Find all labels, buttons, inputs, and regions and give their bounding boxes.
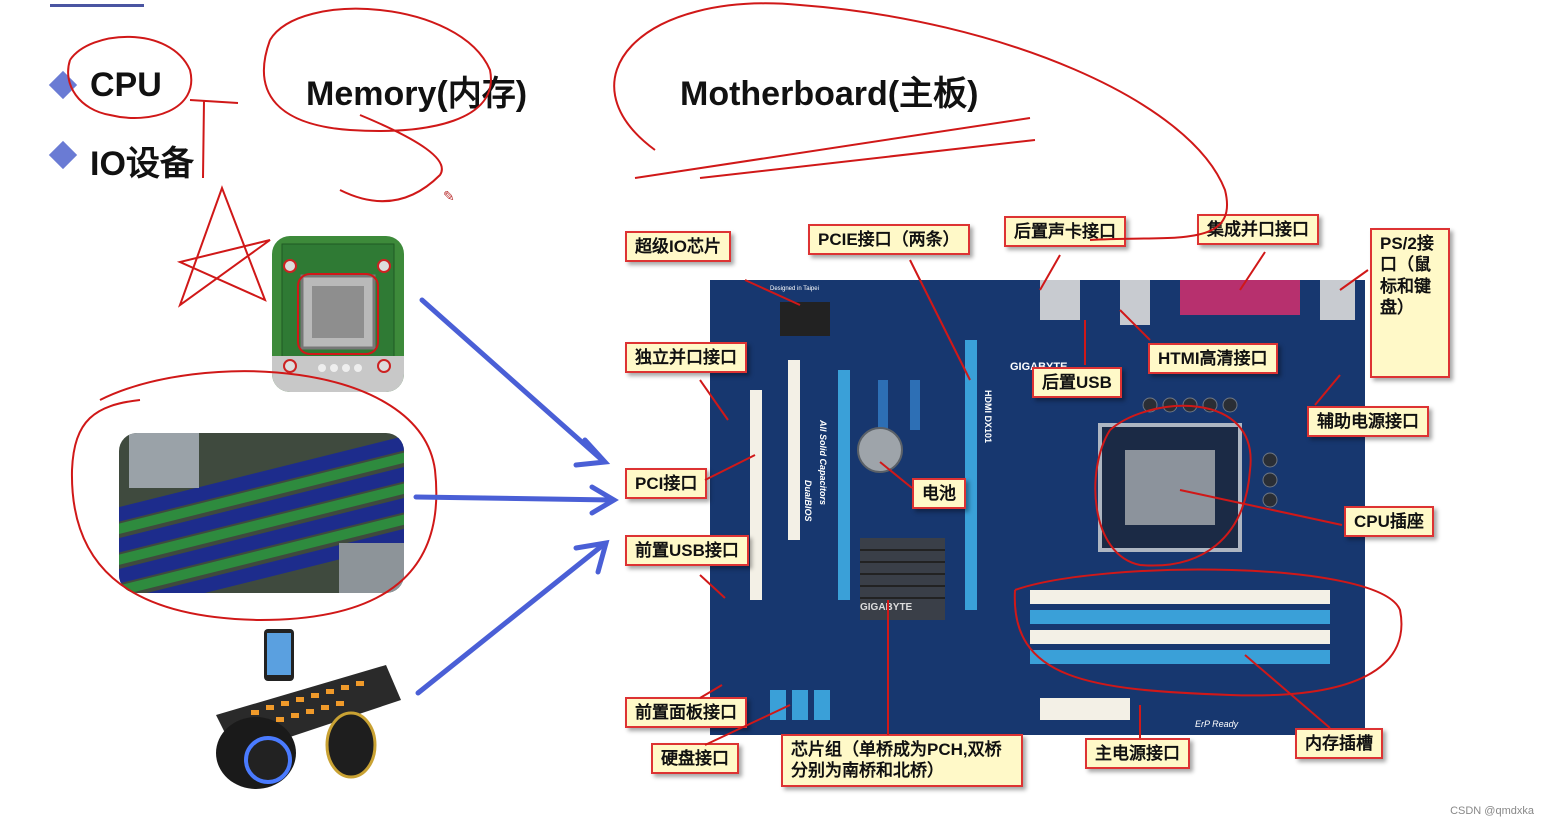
- star-stroke: [176, 185, 271, 308]
- title-underline: [50, 4, 144, 7]
- motherboard-circle-stroke: [613, 2, 1228, 241]
- arrow-cpu-head: [573, 437, 611, 468]
- arrow-memory-head: [589, 484, 619, 516]
- board-dualbios-text: DualBIOS: [803, 480, 813, 522]
- cpu-arrow-stroke: [189, 99, 239, 179]
- board-erp-text: ErP Ready: [1195, 719, 1239, 729]
- label-main-power: 主电源接口: [1085, 738, 1190, 770]
- heading-memory: Memory(内存): [306, 75, 528, 113]
- label-pci: PCI接口: [625, 468, 708, 500]
- label-integrated-parallel: 集成并口接口: [1197, 214, 1319, 246]
- arrow-memory-to-board: [413, 494, 615, 503]
- label-ps2: PS/2接口（鼠标和键盘）: [1370, 228, 1450, 378]
- watermark: CSDN @qmdxka: [1450, 805, 1534, 817]
- board-designed-text: Designed in Taipei: [770, 286, 819, 292]
- label-pcie: PCIE接口（两条）: [808, 224, 970, 256]
- pen-cursor-icon: ✎: [443, 188, 455, 204]
- diamond-bullet-icon: [48, 140, 78, 170]
- arrow-cpu-to-board: [419, 297, 605, 463]
- label-super-io-chip: 超级IO芯片: [625, 231, 731, 263]
- label-chipset: 芯片组（单桥成为PCH,双桥分别为南桥和北桥）: [781, 734, 1023, 787]
- board-model-text: HDMI DX101: [983, 390, 993, 443]
- label-battery: 电池: [912, 478, 966, 510]
- label-hdmi: HTMI高清接口: [1148, 343, 1278, 375]
- memory-photo: [119, 433, 404, 593]
- heading-io: IO设备: [90, 145, 194, 183]
- label-standalone-parallel: 独立并口接口: [625, 342, 747, 374]
- motherboard-underline-stroke: [634, 117, 1036, 179]
- memory-tail-stroke: [339, 114, 443, 203]
- arrow-io-head: [573, 539, 610, 575]
- label-front-usb: 前置USB接口: [625, 535, 749, 567]
- arrow-io-to-board: [415, 542, 606, 696]
- diamond-bullet-icon: [48, 70, 78, 100]
- label-memory-slot: 内存插槽: [1295, 728, 1383, 760]
- label-aux-power: 辅助电源接口: [1307, 406, 1429, 438]
- heading-cpu: CPU: [90, 66, 162, 104]
- heading-motherboard: Motherboard(主板): [680, 75, 979, 113]
- label-rear-audio: 后置声卡接口: [1004, 216, 1126, 248]
- io-devices-photo: [196, 625, 406, 795]
- board-solid-caps-text: All Solid Capacitors: [818, 419, 828, 505]
- label-front-panel: 前置面板接口: [625, 697, 747, 729]
- label-cpu-socket: CPU插座: [1344, 506, 1434, 538]
- label-rear-usb: 后置USB: [1032, 367, 1122, 399]
- heatsink-brand-text: GIGABYTE: [860, 602, 913, 613]
- label-disk: 硬盘接口: [651, 743, 739, 775]
- cpu-photo: [272, 236, 404, 392]
